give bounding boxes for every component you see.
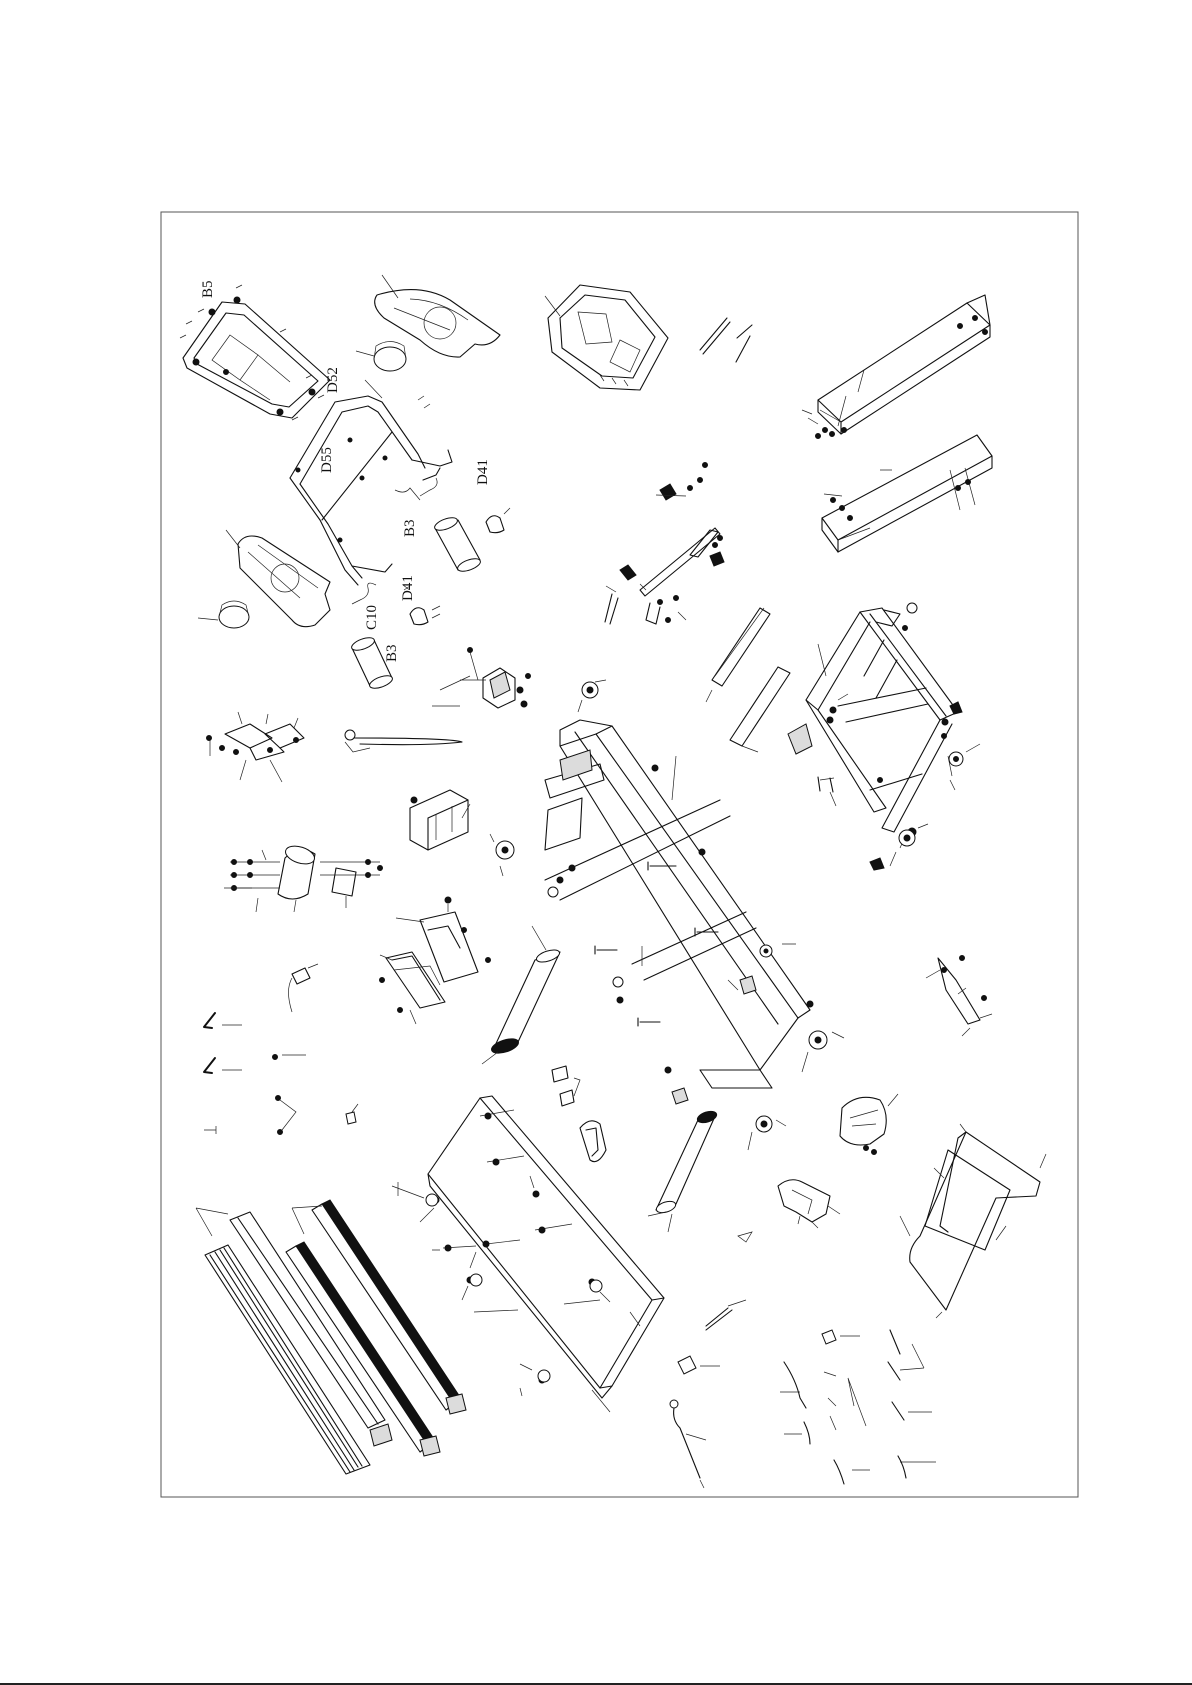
handle-grip-lower [350, 635, 394, 691]
brackets-lower-right [926, 956, 992, 1037]
side-rail-leaders [196, 1206, 322, 1236]
label-c10: C10 [364, 605, 380, 630]
motor-belt [345, 730, 462, 752]
motor-bracket-small [432, 648, 531, 709]
handlebar-crossbar [605, 463, 724, 625]
label-d41-top: D41 [475, 459, 491, 485]
drive-belt [580, 1121, 606, 1162]
upper-side-cover [375, 275, 500, 357]
rear-roller [482, 926, 561, 1064]
allen-wrench-1 [204, 1013, 242, 1028]
motor-hood [840, 1094, 898, 1155]
motor-cover-upper [802, 295, 990, 439]
motor-mount-bracket [207, 712, 305, 782]
incline-rail [380, 952, 446, 1024]
motor-cover-lower [822, 435, 992, 552]
small-bracket-top [700, 318, 752, 362]
label-b5: B5 [200, 280, 216, 298]
label-b3-bottom: B3 [384, 644, 400, 662]
side-rail-upper [706, 608, 770, 702]
front-roller [648, 1109, 718, 1232]
label-d52: D52 [325, 367, 341, 393]
computer-console [545, 285, 668, 390]
side-rail-lower [730, 667, 790, 752]
hand-pulse-sensor-upper [486, 508, 510, 533]
label-b3-top: B3 [402, 519, 418, 537]
rear-end-cap [900, 1124, 1046, 1318]
small-parts-left [204, 1055, 358, 1135]
side-rail-right-1 [286, 1242, 440, 1456]
allen-wrench-2 [204, 1058, 242, 1073]
main-base-frame [545, 720, 813, 1104]
console-frame [180, 285, 330, 420]
front-roller-bracket [410, 790, 470, 850]
safety-key-clip [289, 964, 319, 1012]
label-d55: D55 [319, 447, 335, 473]
wire-harness-parts [670, 1232, 936, 1488]
sensor-wire [352, 478, 437, 604]
upright-frame [788, 603, 962, 870]
handle-grip-upper [433, 515, 482, 574]
roller-adjust-assembly [224, 843, 383, 912]
incline-bracket [396, 897, 491, 982]
pulley-wheel-upper [578, 680, 606, 712]
round-cap-top [356, 342, 406, 372]
tensioner-clip [552, 1066, 580, 1106]
round-cap-left [198, 601, 249, 628]
label-d41-mid: D41 [400, 575, 416, 601]
handrail-frame [290, 380, 452, 585]
rear-cover [778, 1180, 840, 1228]
